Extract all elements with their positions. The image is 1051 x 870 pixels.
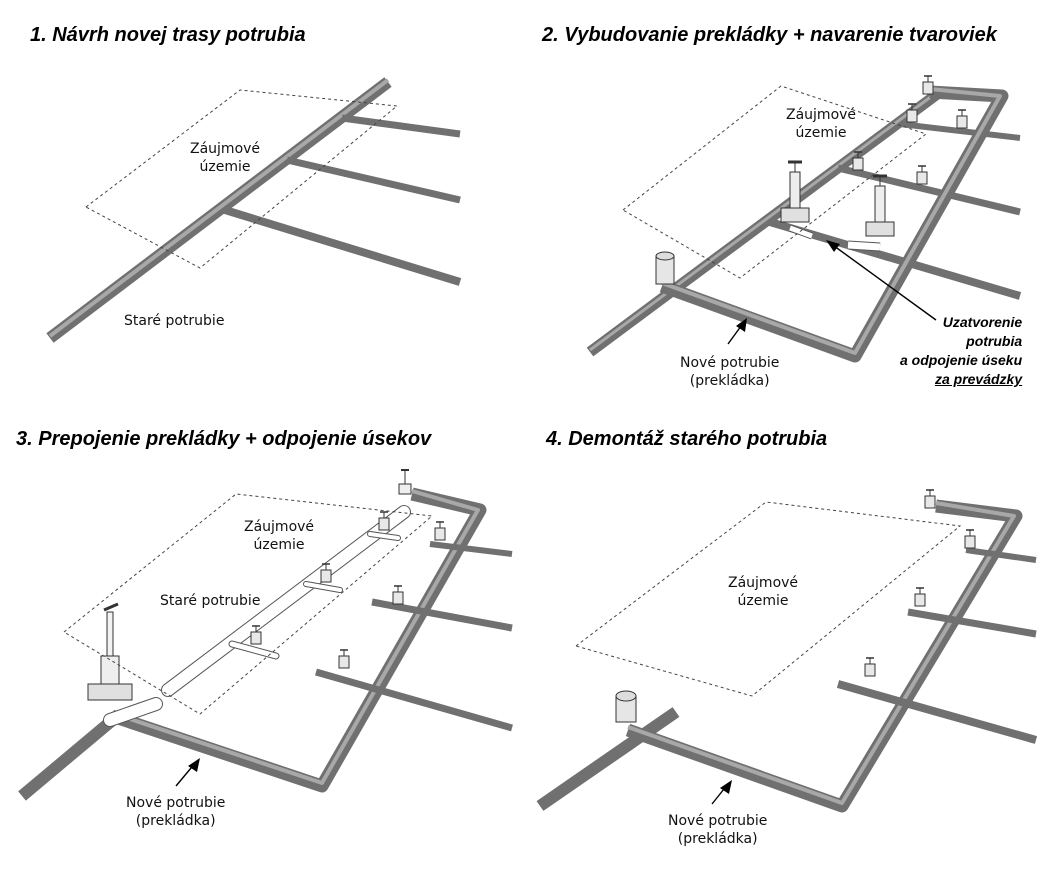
- panel-3-title: 3. Prepojenie prekládky + odpojenie úsek…: [16, 428, 432, 450]
- arrow-icon: [829, 242, 937, 321]
- zone-outline: [63, 493, 434, 715]
- panel-2-title: 2. Vybudovanie prekládky + navarenie tva…: [542, 24, 997, 46]
- zone-outline: [574, 501, 962, 697]
- new-pipe-label: Nové potrubie(prekládka): [126, 795, 226, 829]
- old-pipe-label: Staré potrubie: [160, 593, 261, 609]
- panel-1-drawing: [46, 77, 462, 343]
- panel-2-drawing: [586, 75, 1022, 363]
- new-pipe-label: Nové potrubie(prekládka): [668, 813, 768, 847]
- panel-4-drawing: [536, 489, 1038, 813]
- panel-4-title: 4. Demontáž starého potrubia: [546, 428, 828, 450]
- panel-1-title: 1. Návrh novej trasy potrubia: [30, 24, 306, 46]
- zone-outline: [622, 85, 928, 279]
- zone-outline: [85, 89, 399, 269]
- old-pipe-label: Staré potrubie: [124, 313, 225, 329]
- new-pipe-label: Nové potrubie(prekládka): [680, 355, 780, 389]
- callout-text: Uzatvorenie potrubia a odpojenie úseku z…: [900, 314, 1023, 387]
- panel-3-drawing: [18, 469, 513, 801]
